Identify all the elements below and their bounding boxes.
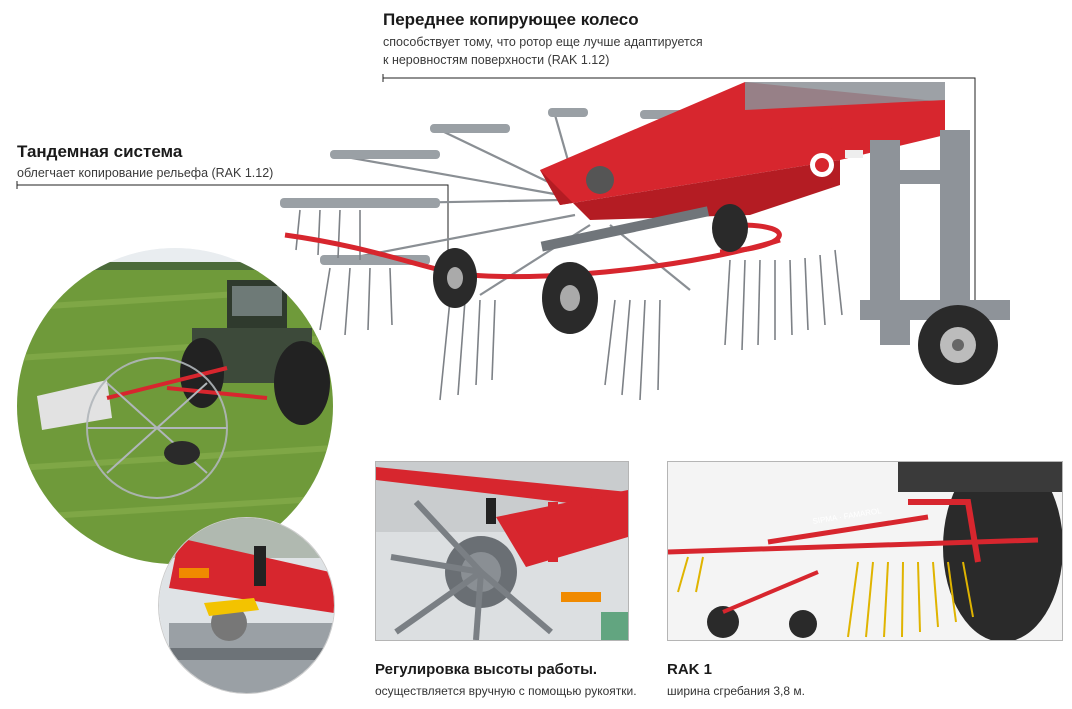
front-wheel-desc-line2: к неровностям поверхности (RAK 1.12) <box>383 53 610 67</box>
rak1-desc: ширина сгребания 3,8 м. <box>667 684 805 698</box>
field-photo <box>17 248 333 564</box>
height-handle-detail-photo <box>158 517 335 694</box>
height-adjustment-desc: осуществляется вручную с помощью рукоятк… <box>375 684 637 698</box>
spring-tines <box>295 209 843 401</box>
headstock <box>860 130 1010 345</box>
tandem-title: Тандемная система <box>17 142 183 161</box>
front-wheel-desc-line1: способствует тому, что ротор еще лучше а… <box>383 35 703 49</box>
tandem-desc: облегчает копирование рельефа (RAK 1.12) <box>17 166 274 180</box>
front-wheel-title: Переднее копирующее колесо <box>383 10 639 29</box>
rake-machine-illustration <box>16 74 1010 401</box>
height-adjustment-photo <box>375 461 629 641</box>
wheels <box>433 204 998 385</box>
rak1-photo: SIPMA · FAMAROL <box>667 461 1063 641</box>
height-adjustment-title: Регулировка высоты работы. <box>375 661 598 678</box>
rak1-title: RAK 1 <box>667 661 713 678</box>
guard-hoop <box>284 232 781 280</box>
